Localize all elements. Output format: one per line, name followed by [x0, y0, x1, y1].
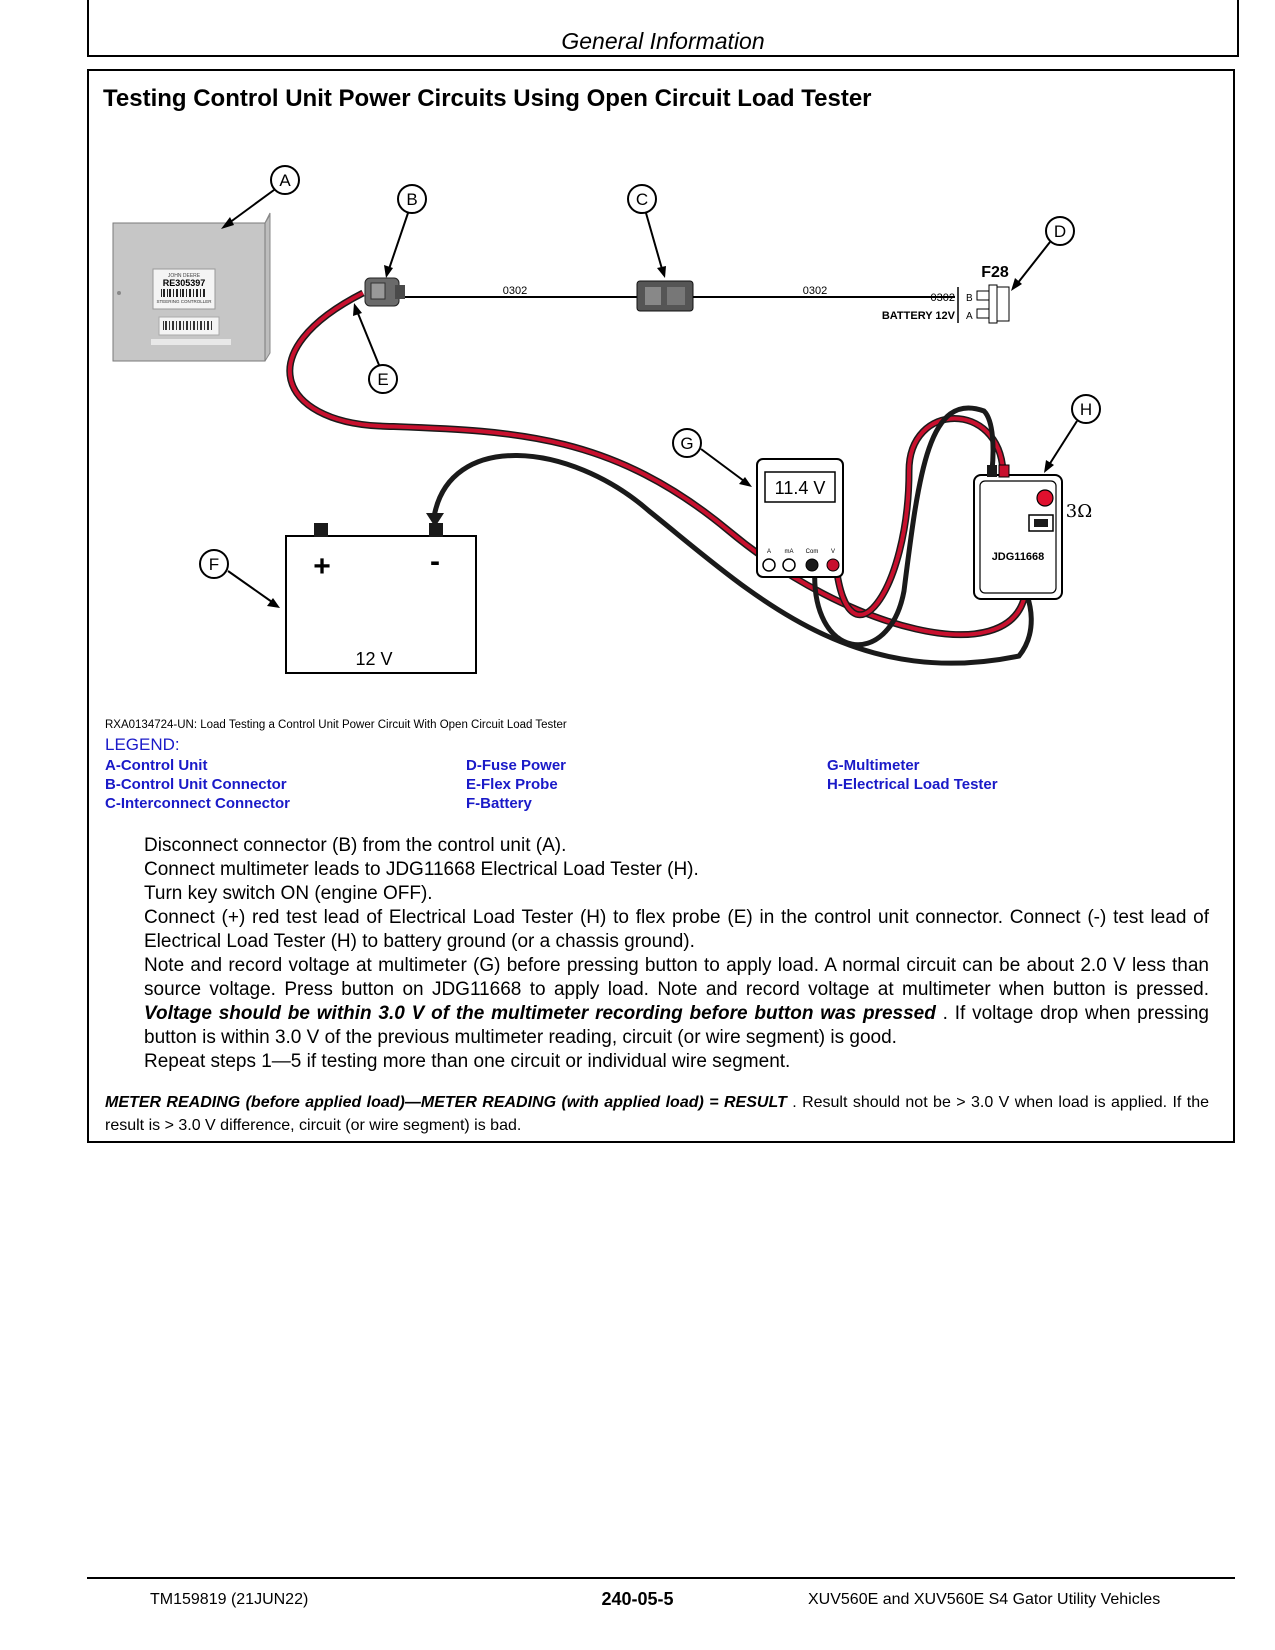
footer-rule [87, 1577, 1235, 1579]
callout-f: F [199, 549, 280, 608]
battery-voltage: 12 V [355, 649, 392, 669]
svg-text:A: A [767, 549, 771, 555]
battery-plus: + [313, 550, 331, 583]
legend-item: H-Electrical Load Tester [827, 776, 998, 793]
wire-label-1: 0302 [503, 285, 527, 297]
step-5-emphasis: Voltage should be within 3.0 V of the mu… [144, 1003, 936, 1024]
step-3: Turn key switch ON (engine OFF). [144, 883, 433, 904]
interconnect-c [636, 280, 694, 312]
svg-text:E: E [377, 370, 388, 389]
svg-text:BATTERY 12V: BATTERY 12V [882, 310, 956, 322]
step-5-text: Note and record voltage at multimeter (G… [144, 955, 1209, 1000]
result-note: METER READING (before applied load)—METE… [105, 1091, 1209, 1137]
svg-text:B: B [406, 190, 417, 209]
svg-text:B: B [966, 293, 973, 304]
callout-b: B [384, 184, 427, 278]
footer-page-number: 240-05-5 [601, 1589, 674, 1609]
svg-text:V: V [831, 549, 835, 555]
step-5-tail: . If voltage drop when pressing button i… [144, 1003, 1210, 1048]
callout-g: G [672, 428, 752, 487]
footer-doc-id: TM159819 (21JUN22) [150, 1591, 309, 1608]
page-header: General Information [87, 0, 1239, 57]
step-2: Connect multimeter leads to JDG11668 Ele… [144, 859, 699, 880]
svg-text:D: D [1054, 222, 1066, 241]
legend-heading: LEGEND: [105, 735, 180, 754]
step-1: Disconnect connector (B) from the contro… [144, 835, 567, 856]
multimeter-g: 11.4 V A mA Com V [756, 458, 844, 578]
control-unit-a: JOHN DEERE RE305397 STEERING CONTROLLER [112, 212, 271, 362]
wire-label-2: 0302 [803, 285, 827, 297]
fuse-label: F28 [981, 264, 1009, 281]
callout-a: A [221, 165, 300, 229]
svg-text:A: A [279, 171, 291, 190]
fuse-f28: F28 0302 BATTERY 12V B A [882, 264, 1010, 324]
load-tester-h: 3Ω JDG11668 [973, 464, 1092, 600]
legend-item: A-Control Unit [105, 757, 208, 774]
load-tester-model: JDG11668 [992, 551, 1045, 563]
result-text: . Result should not be > 3.0 V when load… [105, 1094, 1210, 1134]
legend-item: E-Flex Probe [466, 776, 558, 793]
svg-text:H: H [1080, 400, 1092, 419]
step-4: Connect (+) red test lead of Electrical … [144, 907, 1209, 952]
svg-text:Com: Com [806, 549, 819, 555]
legend-col-3: G-Multimeter H-Electrical Load Tester [827, 756, 998, 794]
control-unit-part-label: RE305397 [163, 278, 206, 288]
callout-h: H [1044, 394, 1101, 473]
legend-item: D-Fuse Power [466, 757, 567, 774]
multimeter-reading: 11.4 V [775, 478, 826, 498]
battery-minus: - [430, 545, 440, 578]
legend-item: B-Control Unit Connector [105, 776, 287, 793]
legend-col-1: A-Control Unit B-Control Unit Connector … [105, 756, 290, 813]
control-unit-brand: JOHN DEERE [168, 273, 201, 279]
step-5: Note and record voltage at multimeter (G… [144, 954, 1209, 1050]
legend-col-2: D-Fuse Power E-Flex Probe F-Battery [466, 756, 566, 813]
legend-item: C-Interconnect Connector [105, 795, 291, 812]
svg-text:G: G [680, 434, 693, 453]
result-formula: METER READING (before applied load)—METE… [105, 1094, 787, 1111]
svg-text:C: C [636, 190, 648, 209]
footer-product: XUV560E and XUV560E S4 Gator Utility Veh… [808, 1591, 1161, 1608]
figure-caption: RXA0134724-UN: Load Testing a Control Un… [105, 719, 567, 731]
svg-text:A: A [966, 311, 973, 322]
load-tester-ohm: 3Ω [1066, 501, 1092, 522]
step-6: Repeat steps 1—5 if testing more than on… [144, 1051, 791, 1072]
svg-text:0302: 0302 [931, 292, 955, 304]
wiring-diagram: JOHN DEERE RE305397 STEERING CONTROLLER [112, 165, 1101, 674]
svg-text:F: F [209, 555, 219, 574]
callout-c: C [627, 184, 666, 278]
section-title: Testing Control Unit Power Circuits Usin… [103, 85, 872, 112]
procedure-steps: Disconnect connector (B) from the contro… [144, 834, 1209, 1074]
content-box: Testing Control Unit Power Circuits Usin… [87, 69, 1235, 1143]
legend-item: F-Battery [466, 795, 532, 812]
callout-e: E [353, 303, 398, 394]
connector-b [364, 277, 405, 307]
header-title: General Information [561, 28, 765, 54]
svg-text:mA: mA [785, 549, 794, 555]
battery-f: + - 12 V [285, 523, 477, 674]
control-unit-name: STEERING CONTROLLER [156, 299, 212, 304]
callout-d: D [1011, 216, 1075, 291]
legend-item: G-Multimeter [827, 757, 920, 774]
